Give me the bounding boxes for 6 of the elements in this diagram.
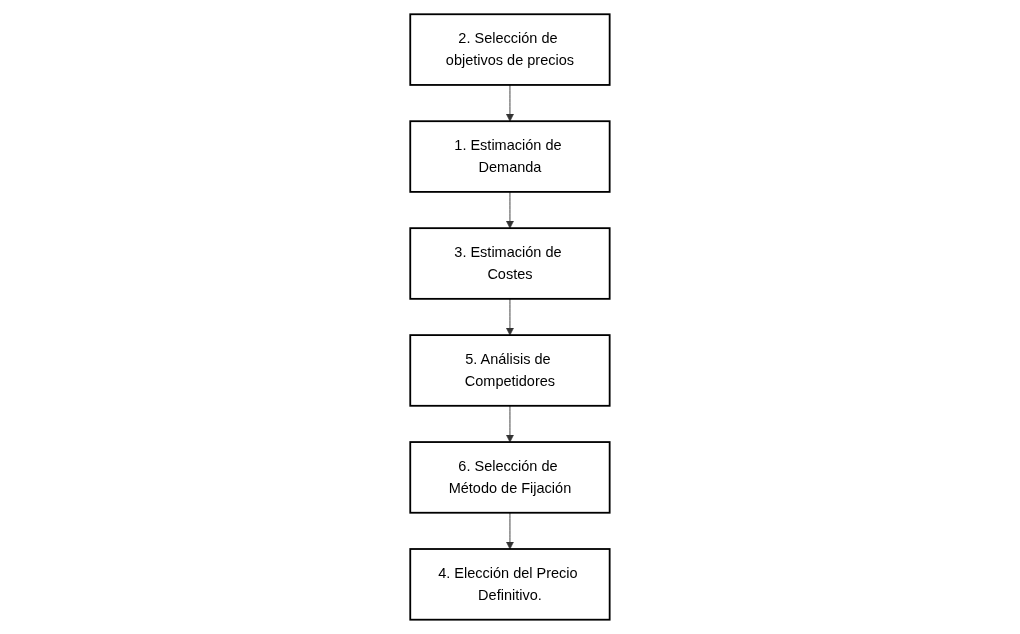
node-box: 5. Análisis de Competidores <box>409 334 611 407</box>
node-box: 2. Selección de objetivos de precios <box>409 13 611 86</box>
node-box: 3. Estimación de Costes <box>409 227 611 300</box>
node-box: 1. Estimación de Demanda <box>409 120 611 193</box>
node-box: 4. Elección del Precio Definitivo. <box>409 548 611 621</box>
node-box: 6. Selección de Método de Fijación <box>409 441 611 514</box>
